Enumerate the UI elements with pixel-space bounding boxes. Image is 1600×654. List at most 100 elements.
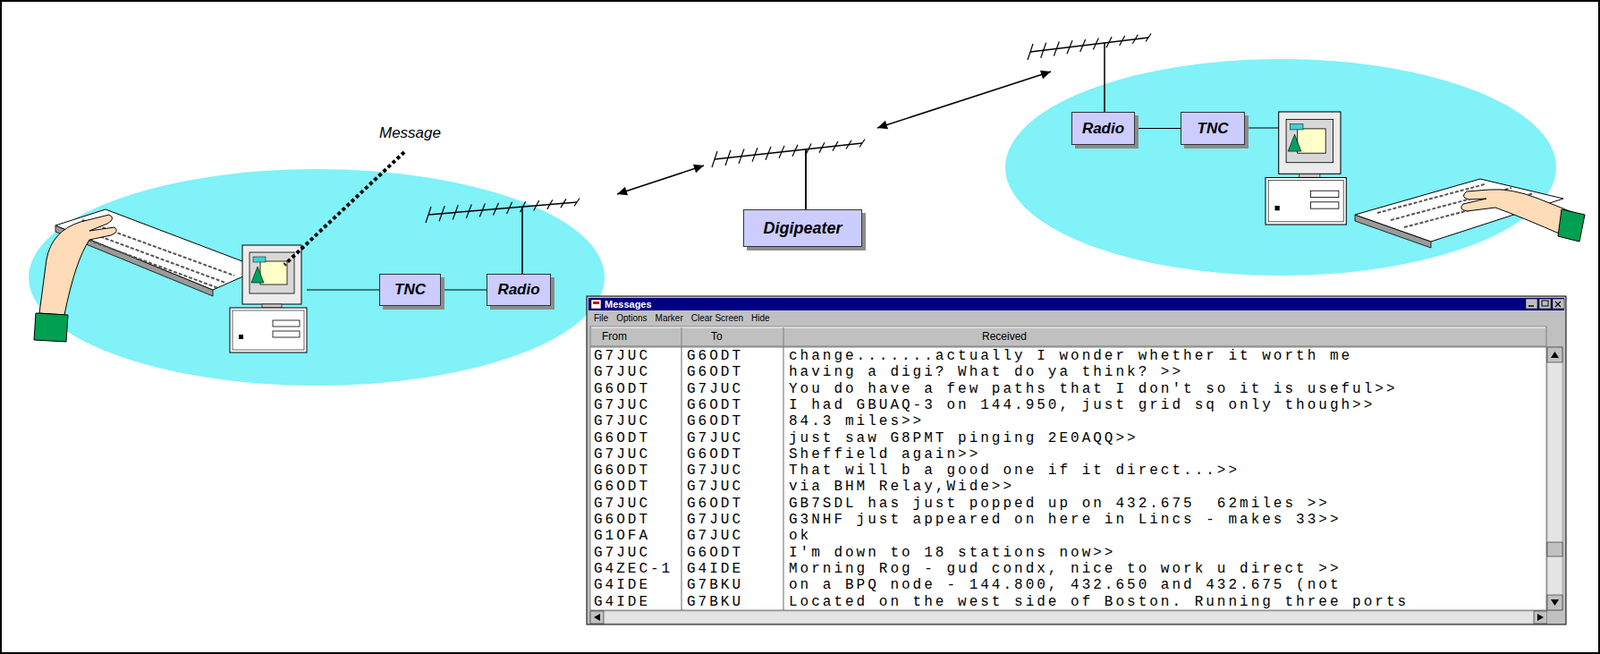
keyboard-keys: [67, 232, 219, 288]
message-to: G7JUC: [686, 478, 744, 495]
scroll-arrow: [1550, 599, 1559, 606]
node-label: Radio: [497, 280, 540, 299]
message-from: G7JUC: [593, 413, 651, 430]
message-from: G1OFA: [593, 527, 651, 544]
drive-slot: [272, 320, 300, 327]
arrowhead: [617, 186, 628, 195]
monitor-stand: [1299, 173, 1321, 178]
message-to: G6ODT: [686, 413, 744, 430]
antenna-element: [846, 140, 852, 150]
yagi-antenna: [711, 139, 865, 169]
screen-bar: [253, 256, 266, 263]
antenna-element: [452, 204, 458, 220]
minimize-glyph: [1528, 304, 1534, 307]
antenna-element: [1053, 41, 1059, 56]
antenna-element: [1145, 33, 1152, 43]
message-text: having a digi? What do ya think? >>: [788, 364, 1184, 381]
callout-label: Message: [379, 124, 441, 143]
list-area: [590, 347, 1547, 610]
title-bar: [588, 297, 1565, 311]
screen-icon: [251, 266, 264, 283]
menu-item: Clear Screen: [691, 312, 744, 325]
screen-window: [260, 261, 288, 285]
message-to: G6ODT: [686, 397, 744, 414]
message-text: ok: [788, 527, 812, 544]
vertical-scrollbar: [1547, 347, 1563, 610]
message-from: G4IDE: [593, 576, 651, 593]
menu-item: Marker: [655, 312, 684, 325]
antenna-element: [725, 150, 731, 166]
menu-bar: FileOptionsMarkerClear ScreenHide: [593, 312, 771, 325]
system-unit-face: [232, 310, 305, 350]
sleeve-cuff: [1557, 209, 1585, 242]
node-label: Digipeater: [762, 219, 842, 238]
antenna-element: [507, 202, 513, 214]
maximize-glyph: [1541, 300, 1549, 306]
antenna-element: [560, 198, 567, 208]
system-unit-face: [1268, 180, 1344, 222]
antenna-boom: [1030, 37, 1149, 52]
antenna-element: [1119, 35, 1126, 46]
node-label: TNC: [1197, 119, 1229, 138]
message-from: G6ODT: [593, 478, 651, 495]
title-button: [1539, 298, 1551, 309]
antenna-element: [752, 147, 758, 162]
message-text: on a BPQ node - 144.800, 432.650 and 432…: [788, 576, 1341, 593]
scroll-arrow: [1537, 613, 1544, 621]
message-text: Morning Rog - gud condx, nice to work u …: [788, 560, 1341, 577]
message-from: G7JUC: [593, 397, 651, 414]
column-divider: [783, 347, 785, 610]
window-title: Messages: [604, 297, 652, 311]
antenna-element: [1027, 43, 1033, 60]
message-from: G4ZEC-1: [593, 560, 673, 577]
column-header: From: [601, 330, 627, 344]
tnc-box: TNC: [379, 273, 441, 306]
antenna-element: [547, 199, 553, 210]
node-label: Radio: [1082, 119, 1125, 138]
serial-cable: [306, 289, 380, 291]
menu-item: File: [593, 312, 609, 325]
message-to: G4IDE: [686, 560, 744, 577]
antenna-element: [1041, 42, 1047, 59]
antenna-element: [711, 151, 718, 168]
screen-window: [1297, 128, 1327, 153]
drive-slot: [272, 330, 300, 338]
message-from: G6ODT: [593, 380, 651, 398]
antenna-element: [792, 144, 798, 157]
title-button: [1552, 298, 1565, 309]
node-label: TNC: [394, 280, 426, 299]
monitor-screen: [1286, 118, 1334, 162]
scroll-button: [590, 610, 604, 624]
message-to: G6ODT: [686, 347, 744, 365]
connector-line: [805, 42, 1105, 210]
column-header-bar: [590, 326, 1547, 347]
message-text: Sheffield again>>: [788, 446, 981, 463]
power-button: [1275, 205, 1280, 211]
power-button: [238, 334, 244, 339]
scroll-arrow: [593, 613, 601, 621]
message-from: G7JUC: [593, 446, 651, 463]
cable-link: [1134, 127, 1181, 129]
antenna-element: [465, 203, 472, 219]
column-divider: [783, 327, 785, 347]
station-area: [1005, 59, 1557, 276]
window-icon-mark: [592, 301, 600, 305]
monitor-screen: [249, 252, 295, 294]
connector-line: [440, 289, 487, 291]
menu-item: Options: [616, 312, 647, 325]
computer-icon: [1265, 111, 1347, 225]
message-from: G7JUC: [593, 495, 651, 512]
message-from: G7JUC: [593, 364, 651, 381]
message-from: G6ODT: [593, 511, 651, 528]
drive-slot: [1310, 202, 1339, 209]
horizontal-scrollbar: [590, 610, 1548, 624]
cable-link: [440, 289, 487, 291]
radio-box: Radio: [486, 273, 551, 306]
message-from: G6ODT: [593, 430, 651, 447]
message-text: 84.3 miles>>: [788, 413, 924, 430]
message-to: G7JUC: [686, 462, 744, 479]
scroll-thumb: [1547, 541, 1563, 557]
antenna-element: [819, 142, 825, 153]
